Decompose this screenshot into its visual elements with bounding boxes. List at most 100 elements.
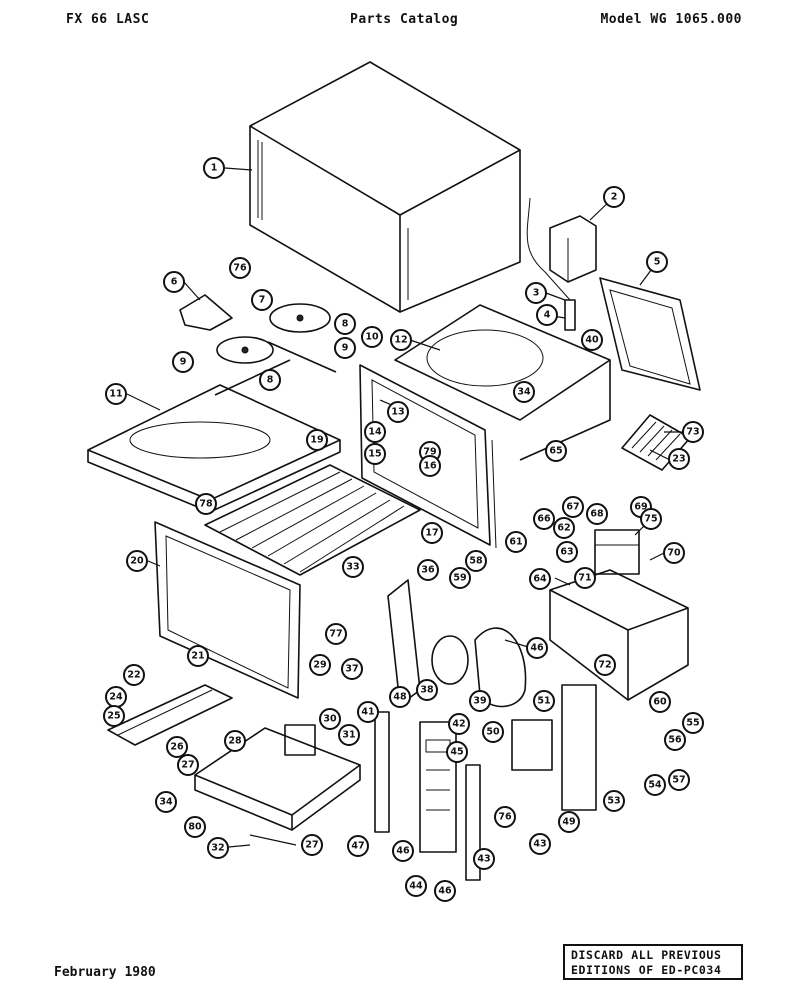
svg-text:20: 20 [130, 556, 144, 567]
svg-text:46: 46 [530, 643, 544, 654]
callout-14: 14 [364, 421, 386, 443]
svg-text:36: 36 [421, 565, 435, 576]
rail [214, 359, 291, 396]
callout-70: 70 [663, 542, 685, 564]
blower [431, 627, 527, 708]
callout-5: 5 [646, 251, 668, 273]
callout-2: 2 [603, 186, 625, 208]
outer-cabinet [249, 61, 521, 313]
callout-6: 6 [163, 271, 185, 293]
magnetron [594, 529, 640, 575]
callout-17: 17 [421, 522, 443, 544]
svg-text:50: 50 [486, 727, 500, 738]
svg-text:70: 70 [667, 548, 681, 559]
svg-text:16: 16 [423, 461, 437, 472]
callout-66: 66 [533, 508, 555, 530]
callout-9a: 9 [334, 337, 356, 359]
svg-text:34: 34 [517, 387, 531, 398]
callout-39: 39 [469, 690, 491, 712]
svg-text:54: 54 [648, 780, 662, 791]
callout-71: 71 [574, 567, 596, 589]
svg-text:23: 23 [672, 454, 685, 465]
svg-text:69: 69 [634, 502, 647, 513]
callout-34a: 34 [513, 381, 535, 403]
callout-36: 36 [417, 559, 439, 581]
callout-21: 21 [187, 645, 209, 667]
callout-50: 50 [482, 721, 504, 743]
callout-73: 73 [682, 421, 704, 443]
callout-53: 53 [603, 790, 625, 812]
svg-text:13: 13 [391, 407, 404, 418]
callout-63: 63 [556, 541, 578, 563]
callout-1: 1 [203, 157, 225, 179]
svg-text:14: 14 [368, 427, 382, 438]
svg-text:64: 64 [533, 574, 547, 585]
svg-text:59: 59 [453, 573, 466, 584]
callout-65: 65 [545, 440, 567, 462]
notice-line-1: DISCARD ALL PREVIOUS [571, 948, 722, 962]
callout-29: 29 [309, 654, 331, 676]
callout-41: 41 [357, 701, 379, 723]
svg-text:26: 26 [170, 742, 184, 753]
callout-12: 12 [390, 329, 412, 351]
svg-text:6: 6 [171, 277, 178, 288]
callout-46: 46 [526, 637, 548, 659]
svg-text:29: 29 [313, 660, 326, 671]
svg-text:7: 7 [259, 295, 266, 306]
svg-text:17: 17 [425, 528, 438, 539]
svg-text:66: 66 [537, 514, 551, 525]
callout-48: 48 [389, 686, 411, 708]
callout-19: 19 [306, 429, 328, 451]
callout-34b: 34 [155, 791, 177, 813]
svg-text:37: 37 [345, 664, 358, 675]
callout-24: 24 [105, 686, 127, 708]
callout-51: 51 [533, 690, 555, 712]
svg-text:73: 73 [686, 427, 699, 438]
callout-49: 49 [558, 811, 580, 833]
svg-text:53: 53 [607, 796, 620, 807]
callout-38: 38 [416, 679, 438, 701]
callout-16: 16 [419, 455, 441, 477]
svg-text:15: 15 [368, 449, 381, 460]
svg-text:30: 30 [323, 714, 337, 725]
svg-text:27: 27 [305, 840, 318, 851]
svg-text:31: 31 [342, 730, 355, 741]
callout-7: 7 [251, 289, 273, 311]
svg-text:38: 38 [420, 685, 434, 696]
callout-58: 58 [465, 550, 487, 572]
callout-10: 10 [361, 326, 383, 348]
svg-text:9: 9 [180, 357, 187, 368]
callout-8a: 8 [334, 313, 356, 335]
svg-text:10: 10 [365, 332, 379, 343]
callout-44: 44 [405, 875, 427, 897]
notice-line-2: EDITIONS OF ED-PC034 [571, 963, 722, 977]
svg-text:65: 65 [549, 446, 562, 457]
svg-text:75: 75 [644, 514, 657, 525]
side-panel [599, 277, 701, 391]
callout-20: 20 [126, 550, 148, 572]
svg-text:19: 19 [310, 435, 323, 446]
transformer-box [526, 197, 597, 331]
callout-22: 22 [123, 664, 145, 686]
svg-text:62: 62 [557, 523, 570, 534]
callout-75: 75 [640, 508, 662, 530]
callout-67: 67 [562, 496, 584, 518]
svg-text:42: 42 [452, 719, 465, 730]
svg-text:60: 60 [653, 697, 667, 708]
catalog-code: FX 66 LASC [66, 12, 150, 27]
svg-text:46: 46 [438, 886, 452, 897]
callout-18: 78 [195, 493, 217, 515]
publication-date: February 1980 [54, 965, 156, 980]
svg-text:25: 25 [107, 711, 120, 722]
svg-text:3: 3 [533, 288, 540, 299]
callout-69: 68 [586, 503, 608, 525]
svg-text:9: 9 [342, 343, 349, 354]
callout-8b: 8 [259, 369, 281, 391]
oven-rack [204, 464, 421, 576]
callout-47: 47 [347, 835, 369, 857]
callout-45: 45 [446, 741, 468, 763]
callout-27a: 27 [177, 754, 199, 776]
svg-text:72: 72 [598, 660, 611, 671]
